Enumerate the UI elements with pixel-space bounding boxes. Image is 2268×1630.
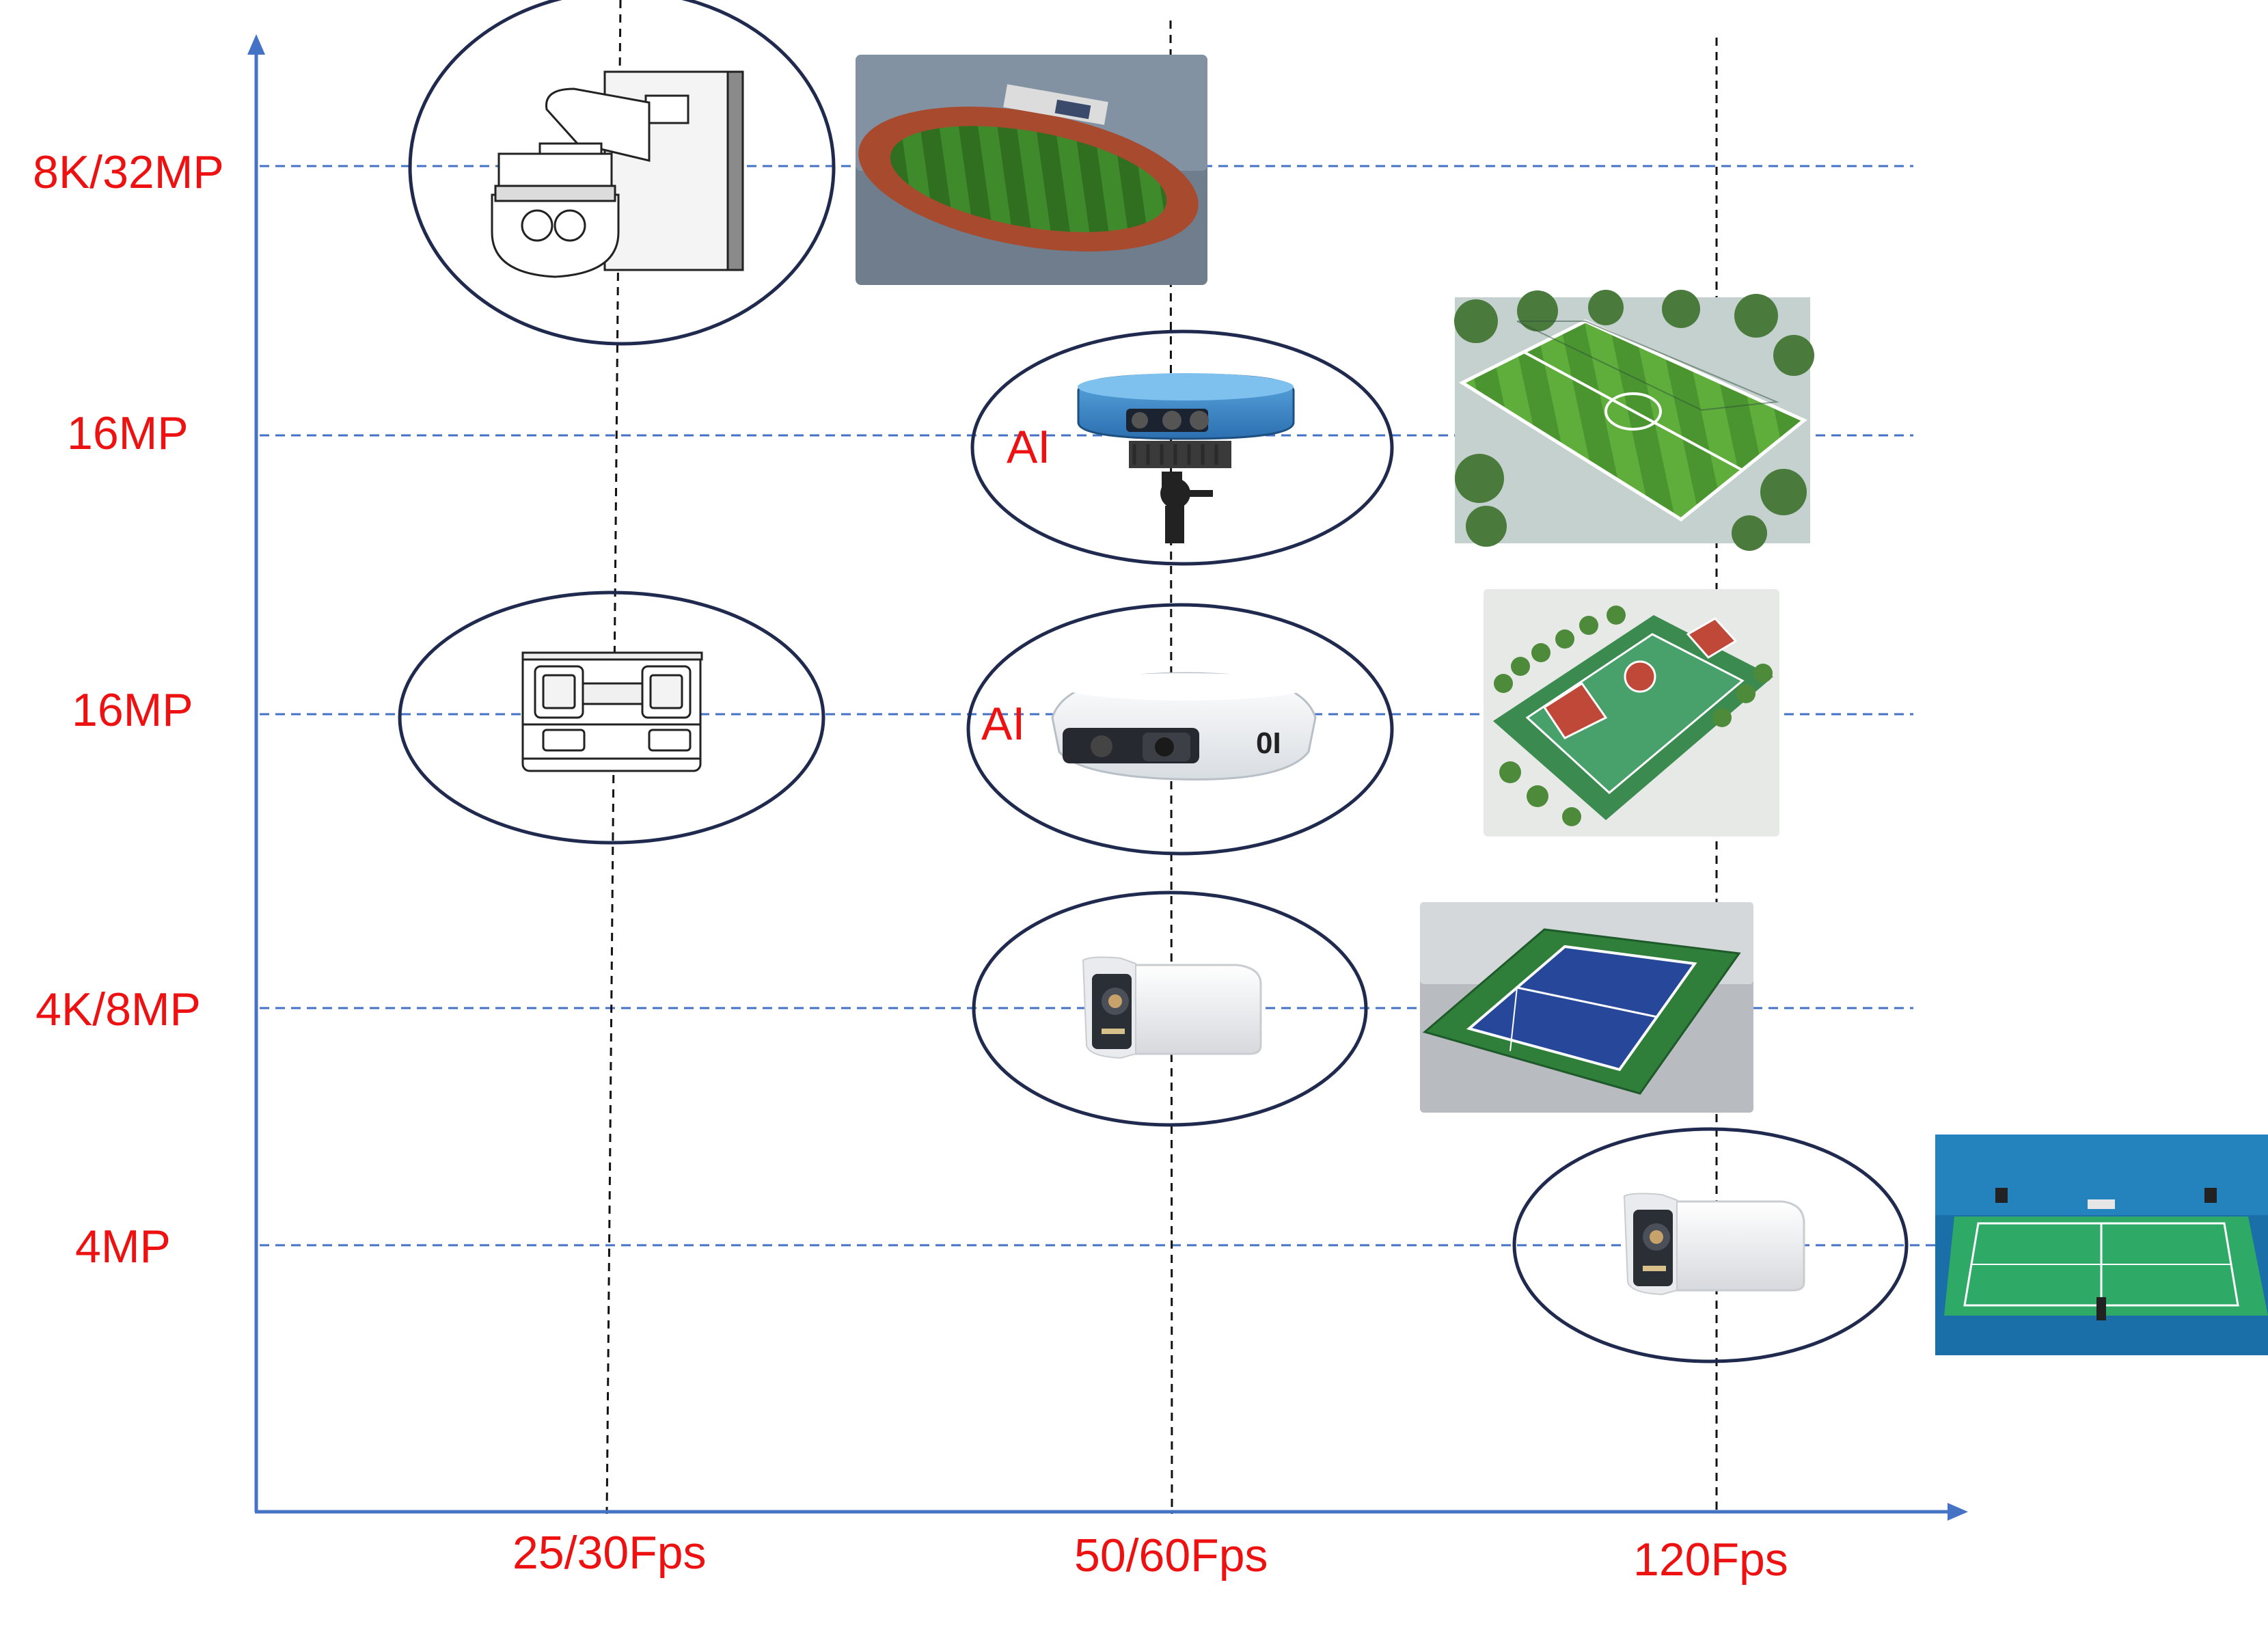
x-axis-label-120fps: 120Fps xyxy=(1633,1534,1788,1586)
y-axis-label-16mp-a: 16MP xyxy=(67,407,189,459)
y-axis-label-4k-8mp: 4K/8MP xyxy=(36,983,201,1035)
ai-badge-blue-camera: AI xyxy=(1007,421,1051,473)
camera-model-mark: 0I xyxy=(1256,726,1281,760)
stadium-pitch xyxy=(890,126,1167,232)
athletics-stadium-scene xyxy=(856,55,1207,285)
y-axis-label-4mp: 4MP xyxy=(75,1221,171,1273)
ellipse-bullet-4mp xyxy=(1512,1127,1909,1363)
football-pitch xyxy=(1458,319,1807,522)
ellipse-dual-lens xyxy=(398,590,825,845)
ellipse-dome-camera xyxy=(408,0,836,346)
y-axis-label-8k-32mp: 8K/32MP xyxy=(33,146,224,198)
y-axis-label-16mp-b: 16MP xyxy=(72,684,193,736)
white-panoramic-camera-icon: 0I xyxy=(1051,672,1317,780)
x-axis-label-25-30fps: 25/30Fps xyxy=(513,1527,707,1579)
bullet-camera-icon xyxy=(1082,956,1262,1059)
x-axis-arrow-icon xyxy=(1948,1503,1968,1521)
basketball-court-scene xyxy=(1484,589,1779,837)
ellipse-blue-panoramic xyxy=(970,329,1394,566)
camera-ellipses xyxy=(398,0,1909,1363)
ellipse-white-panoramic xyxy=(966,603,1394,856)
badminton-court-scene xyxy=(1935,1135,2268,1355)
blue-panoramic-camera-icon xyxy=(1077,373,1295,543)
axes xyxy=(247,34,1968,1521)
dual-lens-camera-icon xyxy=(521,651,703,772)
tennis-court-scene xyxy=(1420,902,1753,1113)
football-field-scene xyxy=(1454,290,1814,551)
ellipse-bullet-8mp xyxy=(972,891,1368,1127)
bullet-camera-120fps-icon xyxy=(1623,1193,1805,1296)
badminton-court-surface xyxy=(1944,1217,2268,1316)
x-axis-label-50-60fps: 50/60Fps xyxy=(1074,1530,1268,1581)
tennis-court-surface xyxy=(1466,945,1697,1072)
dome-camera-icon xyxy=(491,70,744,278)
y-axis-arrow-icon xyxy=(247,34,265,55)
ai-badge-white-camera: AI xyxy=(981,698,1026,750)
